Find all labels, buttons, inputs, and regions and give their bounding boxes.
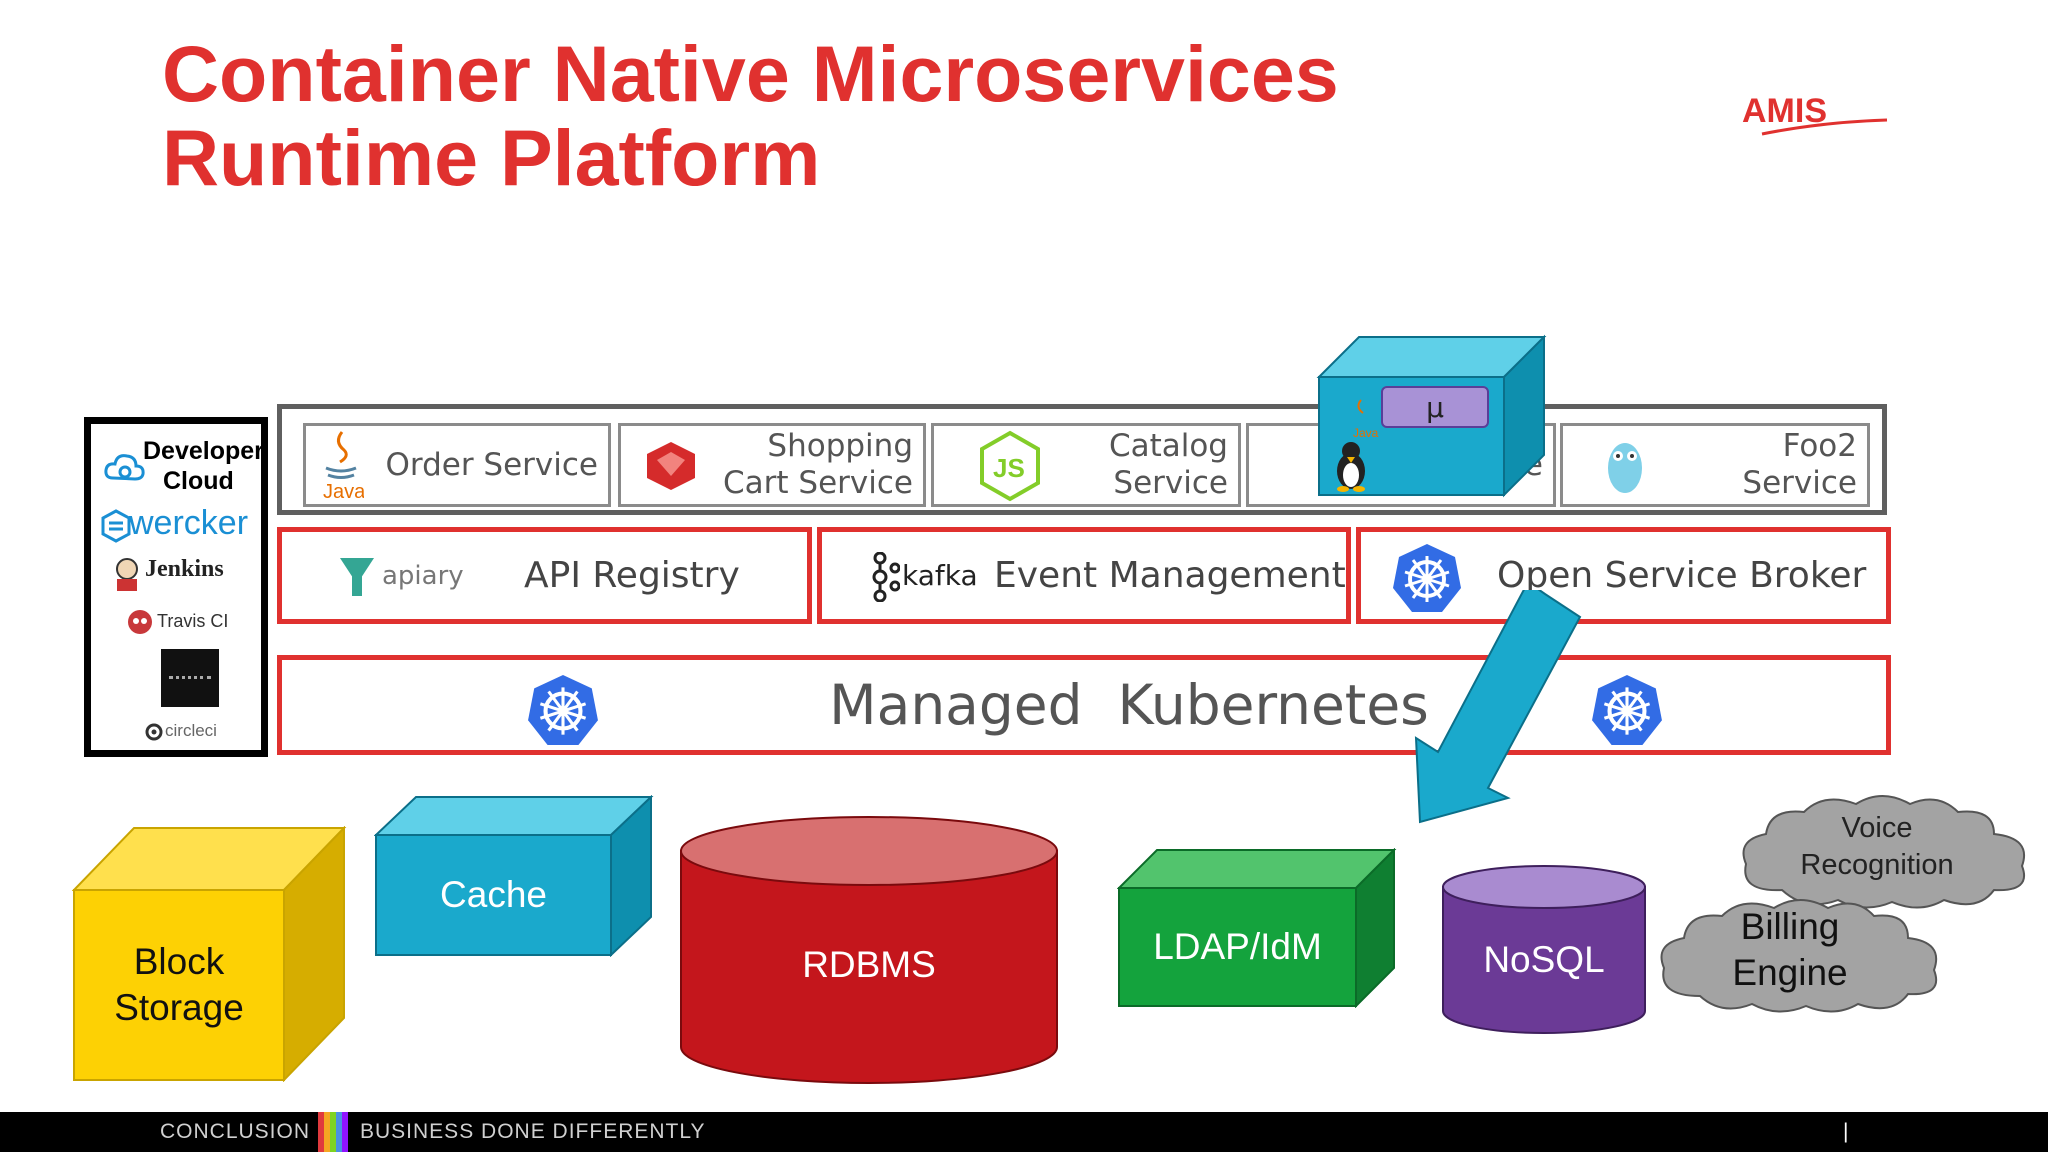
amis-logo: AMIS: [1742, 92, 1888, 136]
kafka-icon: [872, 552, 900, 602]
travis-ci-label: Travis CI: [157, 611, 229, 631]
jenkins-icon: [116, 558, 138, 591]
apiary-icon: [340, 558, 374, 596]
service-label-shopping-cart: Shopping Cart Service: [723, 428, 913, 501]
managed-kubernetes-label: Managed Kubernetes: [829, 673, 1429, 737]
service-label-order: Order Service: [385, 446, 598, 483]
voice-recognition-label: Voice Recognition: [1800, 812, 1954, 881]
wercker-icon: [101, 509, 131, 543]
microservices-band: Java Order Service Shopping Cart Service…: [277, 404, 1887, 515]
ruby-icon: [647, 442, 695, 490]
apiary-brand: apiary: [382, 560, 464, 591]
travis-ci-icon: [128, 610, 152, 634]
footer-page-marker: |: [1843, 1120, 1850, 1143]
ldap-label: LDAP/IdM: [1153, 926, 1322, 967]
title-line-2: Runtime Platform: [162, 113, 821, 202]
cube-java-text: Java: [1353, 426, 1379, 440]
nosql-label: NoSQL: [1483, 939, 1605, 980]
service-shopping-cart[interactable]: Shopping Cart Service: [618, 423, 926, 507]
api-registry-label: API Registry: [524, 555, 740, 596]
footer-tagline: BUSINESS DONE DIFFERENTLY: [360, 1120, 706, 1143]
tux-penguin-icon: [1337, 442, 1365, 492]
jenkins-label: Jenkins: [145, 556, 224, 582]
developer-cloud-line-2: Cloud: [163, 467, 234, 495]
nodejs-icon-text: JS: [993, 453, 1025, 483]
rdbms-label: RDBMS: [802, 944, 936, 985]
kubernetes-icon-right: [1592, 675, 1662, 745]
java-icon-text: Java: [323, 481, 364, 502]
service-catalog[interactable]: JS Catalog Service: [931, 423, 1241, 507]
go-gopher-icon: [1608, 443, 1642, 493]
slide-title: Container Native Microservices Runtime P…: [162, 32, 1339, 200]
service-order[interactable]: Java Order Service: [303, 423, 611, 507]
wercker-label: wercker: [129, 504, 249, 542]
nosql-cylinder[interactable]: [1440, 863, 1648, 1035]
managed-kubernetes-bar[interactable]: Managed Kubernetes: [277, 655, 1891, 755]
kubernetes-icon: [1393, 544, 1461, 612]
developer-tools-panel: Developer Cloud wercker Jenkins Travis C…: [84, 417, 268, 757]
kafka-brand: kafka: [902, 559, 978, 592]
footer-bar: CONCLUSION BUSINESS DONE DIFFERENTLY |: [0, 1112, 2048, 1152]
ldap-box[interactable]: [1117, 848, 1397, 1008]
block-storage-cube[interactable]: [72, 826, 348, 1082]
open-service-broker-box[interactable]: Open Service Broker: [1356, 527, 1891, 624]
cache-box[interactable]: [374, 795, 654, 957]
container-cube[interactable]: μ Java: [1315, 333, 1547, 498]
rdbms-cylinder[interactable]: [678, 815, 1060, 1085]
cache-label: Cache: [440, 874, 547, 915]
voice-recognition-cloud[interactable]: [1732, 786, 2042, 916]
event-management-box[interactable]: kafka Event Management: [817, 527, 1351, 624]
circleci-label: circleci: [165, 721, 217, 740]
cloud-icon: [104, 454, 145, 481]
block-storage-label: Block Storage: [114, 941, 244, 1028]
amis-logo-text: AMIS: [1742, 92, 1827, 130]
open-service-broker-label: Open Service Broker: [1497, 555, 1867, 596]
footer-section-label: CONCLUSION: [160, 1120, 311, 1143]
cube-java-icon: [1357, 399, 1364, 414]
event-management-label: Event Management: [994, 555, 1346, 596]
kubernetes-icon-left: [528, 675, 598, 745]
title-line-1: Container Native Microservices: [162, 29, 1339, 118]
billing-engine-label: Billing Engine: [1732, 906, 1848, 993]
dark-tool-icon: [161, 649, 219, 707]
footer-rainbow-stripes: [318, 1112, 348, 1152]
micro-label: μ: [1426, 391, 1444, 424]
java-icon: Java: [323, 431, 364, 502]
circleci-icon: [145, 723, 163, 741]
developer-cloud-line-1: Developer: [143, 437, 264, 465]
service-label-catalog: Catalog Service: [1108, 428, 1228, 501]
service-label-foo2: Foo2 Service: [1742, 428, 1857, 501]
billing-engine-cloud[interactable]: [1652, 892, 1952, 1020]
service-foo2[interactable]: Foo2 Service: [1560, 423, 1870, 507]
binding-arrow: [1414, 590, 1582, 824]
nodejs-icon: JS: [980, 430, 1040, 502]
api-registry-box[interactable]: apiary API Registry: [277, 527, 812, 624]
